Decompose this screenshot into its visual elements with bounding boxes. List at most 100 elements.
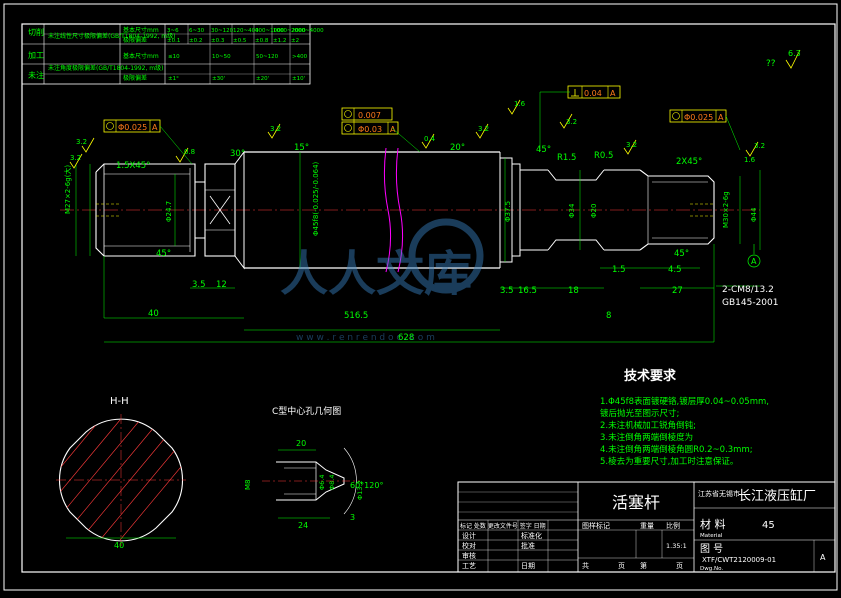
rough-3-2f: 3.2 xyxy=(754,142,765,150)
gtol-perp-datum: A xyxy=(610,89,616,98)
title-block-material-label: 材 料 xyxy=(700,517,726,531)
outer-border xyxy=(3,3,838,591)
gtol-left-value: Φ0.025 xyxy=(118,123,147,132)
dim-1-5: 1.5 xyxy=(612,265,626,275)
ch-dim-m8: M8 xyxy=(244,480,252,491)
flat-cross-2 xyxy=(209,195,231,225)
title-block-material-value: 45 xyxy=(762,520,775,531)
watermark-text: 人人文库 xyxy=(280,246,472,302)
ch-dim-13-2: Φ13.2 xyxy=(356,480,364,500)
tol-size-4: 400~1000 xyxy=(255,28,285,34)
tb-sheet: 第 xyxy=(640,561,647,570)
tol-dev-6: ±2 xyxy=(291,38,299,44)
watermark: 人人文库 w w w . r e n r e n d o c . c o m xyxy=(280,218,484,343)
tol-row2-desc: 未注角度极限偏差(GB/T1804-1992, m级) xyxy=(48,64,164,72)
title-block: 活塞杆 江苏省无锡市 长江液压缸厂 材 料 45 Material 图 号 XT… xyxy=(457,481,836,573)
title-block-dwgno-value: XTF/CWT2120009-01 xyxy=(702,556,776,564)
roughness-symbols xyxy=(69,99,759,169)
rough-3-2g: 3.2 xyxy=(70,154,81,162)
center-hole-detail: C型中心孔几何图 20 24 3 60°120° M8 Φ6.4 Φ8.4 Φ1… xyxy=(244,405,383,530)
ch-dim-20: 20 xyxy=(296,439,306,448)
gtol-mid2-datum: A xyxy=(390,125,396,134)
dimension-texts: 40 516.5 628 3.5 12 3.5 16.5 18 8 1.5 4.… xyxy=(116,143,702,343)
ch-dim-8-4: Φ8.4 xyxy=(328,475,336,490)
tol-row-label-2: 加工 xyxy=(28,50,44,60)
title-block-sheet-mark: A xyxy=(820,553,826,562)
dim-12: 12 xyxy=(216,280,227,290)
tb-design: 设计 xyxy=(462,531,476,540)
tol-size-0: 3~6 xyxy=(167,28,179,34)
tol-ang-dev-3: ±10' xyxy=(292,76,305,82)
dim-2x45: 2X45° xyxy=(676,157,702,167)
gtol-frame-mid: 0.007 Φ0.03 A xyxy=(341,107,399,135)
roughness-values: 3.2 3.2 0.4 3.2 1.6 3.2 3.2 3.2 1.6 0.8 … xyxy=(70,100,765,164)
ch-dim-6-4: Φ6.4 xyxy=(318,475,326,490)
title-block-material-en: Material xyxy=(700,533,723,539)
tol-dev-2: ±0.3 xyxy=(211,38,225,44)
tol-dev-4: ±0.8 xyxy=(255,38,269,44)
dim-thread-right: M30×2-6g xyxy=(722,191,730,228)
gtol-right-datum: A xyxy=(718,113,724,122)
tol-col-hdr-2: 极限偏差 xyxy=(123,36,147,44)
datum-a-label: A xyxy=(751,257,757,266)
section-label: H-H xyxy=(110,396,129,407)
tb-approve: 批准 xyxy=(521,541,535,550)
dim-516: 516.5 xyxy=(344,311,368,321)
tb-date: 日期 xyxy=(521,562,535,570)
dim-45c: 45° xyxy=(674,249,689,259)
gtol-right-value: Φ0.025 xyxy=(684,113,713,122)
corner-unknown-text: ?? xyxy=(766,59,776,69)
dim-phi20: Φ20 xyxy=(590,204,598,218)
dim-1-5x45: 1.5X45° xyxy=(116,161,150,171)
dim-628: 628 xyxy=(398,333,414,343)
tol-size-1: 6~30 xyxy=(189,28,205,34)
dim-3-5b: 3.5 xyxy=(500,286,514,296)
ch-dim-angle: 60°120° xyxy=(350,481,383,490)
watermark-url: w w w . r e n r e n d o c . c o m xyxy=(296,333,435,343)
note-center-hole: 2-CM8/13.2 xyxy=(722,285,774,295)
tol-ang-range-2: 50~120 xyxy=(256,54,279,60)
dim-18: 18 xyxy=(568,286,579,296)
dim-thread-left: M27×2-6g(大) xyxy=(63,165,72,214)
tb-scale: 1.35:1 xyxy=(666,542,687,550)
dim-phi45f8: Φ45f8(-0.025/-0.064) xyxy=(312,161,320,236)
dim-30deg: 30° xyxy=(230,149,245,159)
tb-weight: 重量 xyxy=(640,522,654,530)
dim-40: 40 xyxy=(148,309,159,319)
gtol-frame-right: Φ0.025 A xyxy=(669,109,727,123)
tb-total: 共 xyxy=(582,561,589,570)
gtol-frame-perp: 0.04 A xyxy=(567,85,621,99)
dim-phi44: Φ44 xyxy=(750,207,758,222)
diameter-labels: M27×2-6g(大) Φ24.7 Φ45f8(-0.025/-0.064) Φ… xyxy=(63,161,758,236)
tol-dev-3: ±0.5 xyxy=(233,38,247,44)
tol-size-3: 120~400 xyxy=(233,28,259,34)
tol-ang-dev-1: ±30' xyxy=(212,76,225,82)
dim-phi24-7: Φ24.7 xyxy=(165,201,173,222)
tech-req-5: 5.棱去为重要尺寸,加工时注意保证。 xyxy=(600,456,738,467)
tech-req-4: 4.未注倒角两端倒棱角圆R0.2~0.3mm; xyxy=(600,444,753,455)
tech-requirements: 技术要求 1.Φ45f8表面镀硬铬,镀层厚0.04~0.05mm, 镀后抛光至图… xyxy=(600,368,769,467)
tol-dev-0: ±0.1 xyxy=(167,38,180,44)
tol-dev-1: ±0.2 xyxy=(189,38,202,44)
rough-0-8: 0.8 xyxy=(184,148,195,156)
rough-3-2c: 3.2 xyxy=(478,125,489,133)
gtol-mid2-value: Φ0.03 xyxy=(358,125,382,134)
dim-R0-5: R0.5 xyxy=(594,151,613,161)
title-block-part-name: 活塞杆 xyxy=(612,493,660,512)
gtol-frame-left: Φ0.025 A xyxy=(103,119,161,133)
watermark-logo-icon xyxy=(408,218,484,294)
tol-size-5: 1000~2000 xyxy=(273,28,306,34)
tol-col-hdr-1: 基本尺寸mm xyxy=(123,26,159,34)
rough-0-4: 0.4 xyxy=(424,135,436,143)
title-block-company-small: 江苏省无锡市 xyxy=(698,489,740,498)
note-gb-standard: GB145-2001 xyxy=(722,298,778,308)
break-line-2 xyxy=(395,147,404,273)
tb-pages-1: 页 xyxy=(618,562,625,570)
tech-req-3: 3.未注倒角两端倒棱度为 xyxy=(600,432,693,443)
datum-a-symbol: A xyxy=(747,244,761,268)
tol-ang-dev-2: ±20' xyxy=(256,76,269,82)
rough-3-2d: 3.2 xyxy=(566,118,577,126)
ch-dim-24: 24 xyxy=(298,521,308,530)
rough-3-2e: 3.2 xyxy=(626,141,637,149)
